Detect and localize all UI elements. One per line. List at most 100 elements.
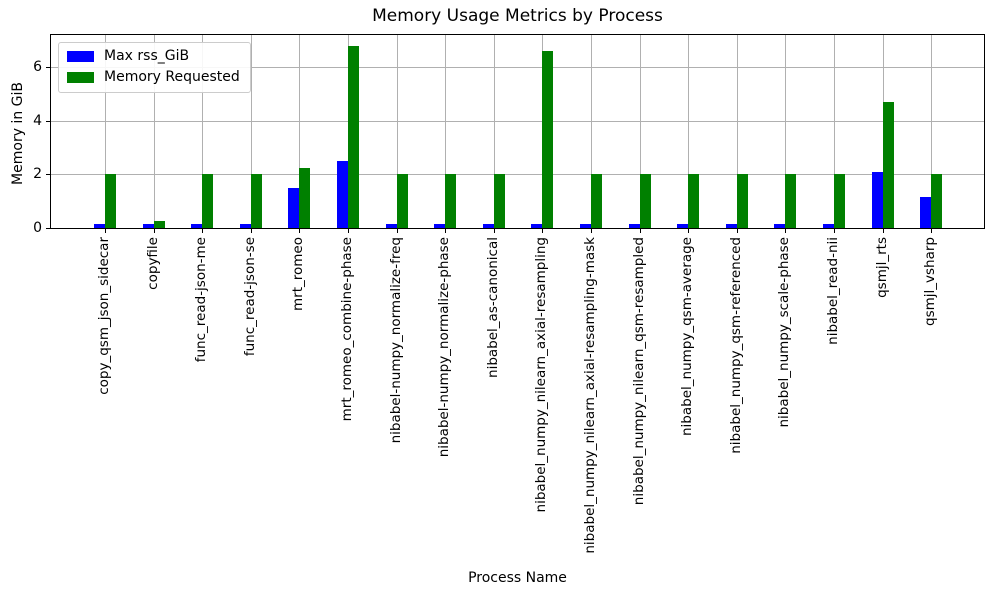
bar-max-rss [239, 224, 251, 228]
x-tick-label: nibabel_numpy_qsm-average [679, 237, 696, 436]
x-tick-mark [931, 229, 933, 233]
x-tick-mark [493, 229, 495, 233]
x-tick-mark [348, 229, 349, 233]
y-tick-mark [46, 174, 50, 176]
bar-memory-requested [396, 174, 408, 228]
bar-memory-requested [736, 174, 748, 228]
gridline-horizontal [51, 174, 984, 176]
bar-memory-requested [688, 174, 700, 228]
gridline-vertical [931, 35, 933, 228]
x-tick-label: qsmjl_rts [873, 237, 890, 298]
y-tick-mark [46, 120, 50, 122]
y-tick-label: 4 [33, 112, 42, 129]
x-tick-label: copyfile [144, 237, 161, 290]
x-tick-mark [542, 229, 544, 233]
gridline-vertical [639, 35, 641, 228]
bar-max-rss [920, 197, 932, 228]
x-tick-label: mrt_romeo [290, 237, 307, 311]
y-tick-label: 2 [33, 166, 42, 183]
x-tick-label: nibabel-numpy_normalize-freq [387, 237, 404, 444]
bar-max-rss [191, 224, 203, 228]
bar-memory-requested [153, 221, 165, 228]
legend-item-max-rss: Max rss_GiB [67, 48, 240, 65]
legend-swatch-blue-icon [67, 51, 94, 62]
y-tick-label: 6 [33, 59, 42, 76]
chart-title: Memory Usage Metrics by Process [372, 6, 663, 26]
x-tick-mark [299, 229, 301, 233]
x-tick-mark [785, 229, 787, 233]
x-tick-label: nibabel_read-nii [825, 237, 841, 345]
gridline-vertical [105, 35, 106, 228]
gridline-horizontal [51, 67, 984, 69]
gridline-vertical [834, 35, 835, 228]
bar-max-rss [871, 172, 883, 228]
x-tick-mark [396, 229, 398, 233]
legend-item-memory-requested: Memory Requested [67, 69, 240, 86]
gridline-vertical [202, 35, 204, 228]
y-tick-mark [46, 228, 50, 229]
bar-max-rss [531, 224, 543, 228]
bar-max-rss [385, 224, 397, 228]
bar-max-rss [823, 224, 834, 228]
x-tick-label: func_read-json-me [193, 237, 210, 363]
gridline-vertical [493, 35, 495, 228]
x-tick-mark [688, 229, 690, 233]
x-tick-mark [202, 229, 204, 233]
bar-memory-requested [591, 174, 602, 228]
bar-memory-requested [785, 174, 797, 228]
bar-memory-requested [931, 174, 943, 228]
legend: Max rss_GiB Memory Requested [58, 42, 251, 93]
x-tick-label: nibabel-numpy_normalize-phase [436, 237, 453, 458]
x-tick-mark [445, 229, 447, 233]
x-tick-mark [105, 229, 106, 233]
gridline-horizontal [51, 120, 984, 122]
bar-memory-requested [445, 174, 457, 228]
bar-max-rss [94, 224, 105, 228]
x-tick-label: nibabel_numpy_nilearn_axial-resampling [533, 237, 550, 513]
x-tick-label: qsmjl_vsharp [922, 237, 939, 326]
x-tick-mark [639, 229, 641, 233]
x-tick-label: nibabel_numpy_nilearn_qsm-resampled [630, 237, 647, 506]
gridline-vertical [591, 35, 592, 228]
legend-label-memory-requested: Memory Requested [104, 69, 240, 85]
gridline-vertical [299, 35, 301, 228]
x-tick-label: mrt_romeo_combine-phase [339, 237, 355, 422]
bar-max-rss [580, 224, 591, 228]
bar-memory-requested [105, 174, 116, 228]
bar-max-rss [337, 161, 348, 228]
bar-memory-requested [348, 46, 359, 228]
bar-max-rss [482, 224, 494, 228]
legend-swatch-green-icon [67, 72, 94, 83]
gridline-vertical [445, 35, 447, 228]
bar-max-rss [288, 188, 300, 228]
gridline-vertical [736, 35, 738, 228]
x-tick-mark [736, 229, 738, 233]
bar-memory-requested [202, 174, 214, 228]
bar-max-rss [142, 224, 154, 228]
x-tick-mark [153, 229, 155, 233]
bar-memory-requested [493, 174, 505, 228]
y-tick-mark [46, 67, 50, 69]
gridline-vertical [785, 35, 787, 228]
bar-max-rss [677, 224, 689, 228]
bar-max-rss [725, 224, 737, 228]
gridline-vertical [250, 35, 252, 228]
bar-max-rss [628, 224, 640, 228]
x-tick-label: func_read-json-se [241, 237, 258, 357]
bar-memory-requested [882, 102, 894, 228]
plot-area [50, 34, 985, 229]
bar-max-rss [434, 224, 446, 228]
x-tick-mark [882, 229, 884, 233]
x-tick-label: nibabel_numpy_scale-phase [776, 237, 793, 428]
gridline-vertical [396, 35, 398, 228]
bar-memory-requested [639, 174, 651, 228]
bar-memory-requested [250, 174, 262, 228]
x-tick-mark [250, 229, 252, 233]
x-tick-mark [591, 229, 592, 233]
x-axis-label: Process Name [468, 570, 567, 586]
bar-max-rss [774, 224, 786, 228]
legend-label-max-rss: Max rss_GiB [104, 48, 190, 64]
x-tick-label: copy_qsm_json_sidecar [96, 237, 112, 395]
x-tick-mark [834, 229, 835, 233]
